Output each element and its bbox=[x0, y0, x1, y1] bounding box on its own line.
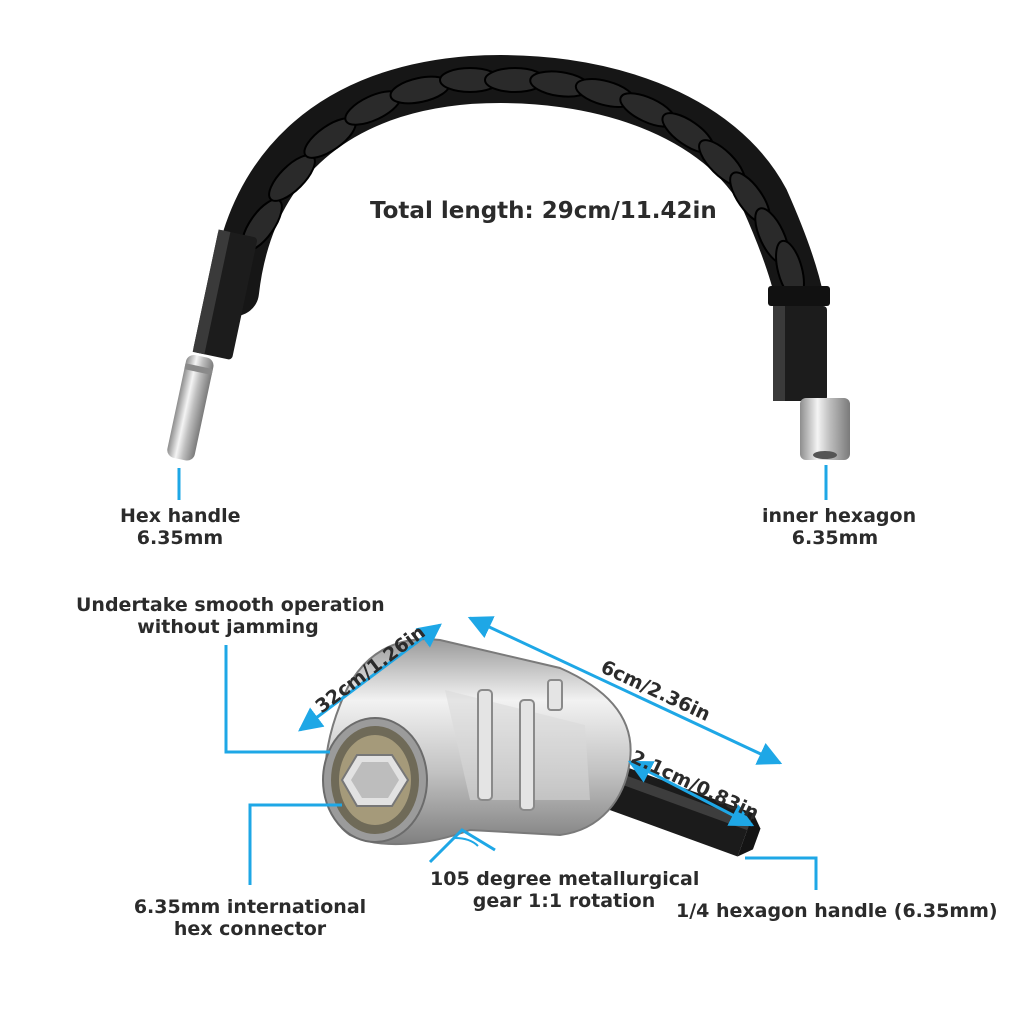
hex-connector-face bbox=[322, 717, 428, 843]
hex-socket bbox=[800, 398, 850, 460]
hex-handle-callout-2 bbox=[745, 856, 818, 890]
angle-arc-icon bbox=[454, 837, 479, 847]
length-dimension-arrow bbox=[467, 616, 783, 765]
inner-hexagon-label: inner hexagon 6.35mm bbox=[762, 505, 917, 549]
right-sleeve bbox=[768, 286, 830, 401]
hex-connector-callout bbox=[248, 803, 342, 885]
width-dimension-arrow bbox=[298, 623, 442, 732]
angle-rotation-line2: gear 1:1 rotation bbox=[472, 890, 656, 912]
flexible-shaft bbox=[167, 55, 850, 461]
hex-handle-line2: 6.35mm bbox=[136, 527, 224, 549]
hexagon-handle-label: 1/4 hexagon handle (6.35mm) bbox=[676, 900, 998, 922]
angle-rotation-label: 105 degree metallurgical gear 1:1 rotati… bbox=[430, 868, 700, 912]
inner-hexagon-line2: 6.35mm bbox=[791, 527, 879, 549]
angle-rotation-line1: 105 degree metallurgical bbox=[430, 868, 700, 890]
left-sleeve bbox=[192, 229, 258, 360]
smooth-operation-line1: Undertake smooth operation bbox=[76, 594, 385, 616]
angle-callout bbox=[428, 828, 496, 864]
total-length-label: Total length: 29cm/11.42in bbox=[370, 198, 717, 224]
smooth-operation-label: Undertake smooth operation without jammi… bbox=[76, 594, 385, 638]
inner-hexagon-line1: inner hexagon bbox=[762, 505, 917, 527]
hex-connector-label: 6.35mm international hex connector bbox=[132, 896, 368, 940]
hex-connector-line1: 6.35mm international bbox=[133, 896, 367, 918]
hose-segments bbox=[241, 67, 805, 301]
flex-hose bbox=[211, 55, 824, 324]
smooth-operation-callout bbox=[224, 645, 330, 754]
shank-dimension-arrow bbox=[627, 760, 755, 827]
right-angle-adapter bbox=[322, 638, 761, 857]
smooth-operation-line2: without jamming bbox=[137, 616, 319, 638]
hex-handle-label: Hex handle 6.35mm bbox=[120, 505, 241, 549]
hex-shank bbox=[167, 354, 214, 461]
hex-handle-line1: Hex handle bbox=[120, 505, 241, 527]
hex-connector-line2: hex connector bbox=[173, 918, 327, 940]
